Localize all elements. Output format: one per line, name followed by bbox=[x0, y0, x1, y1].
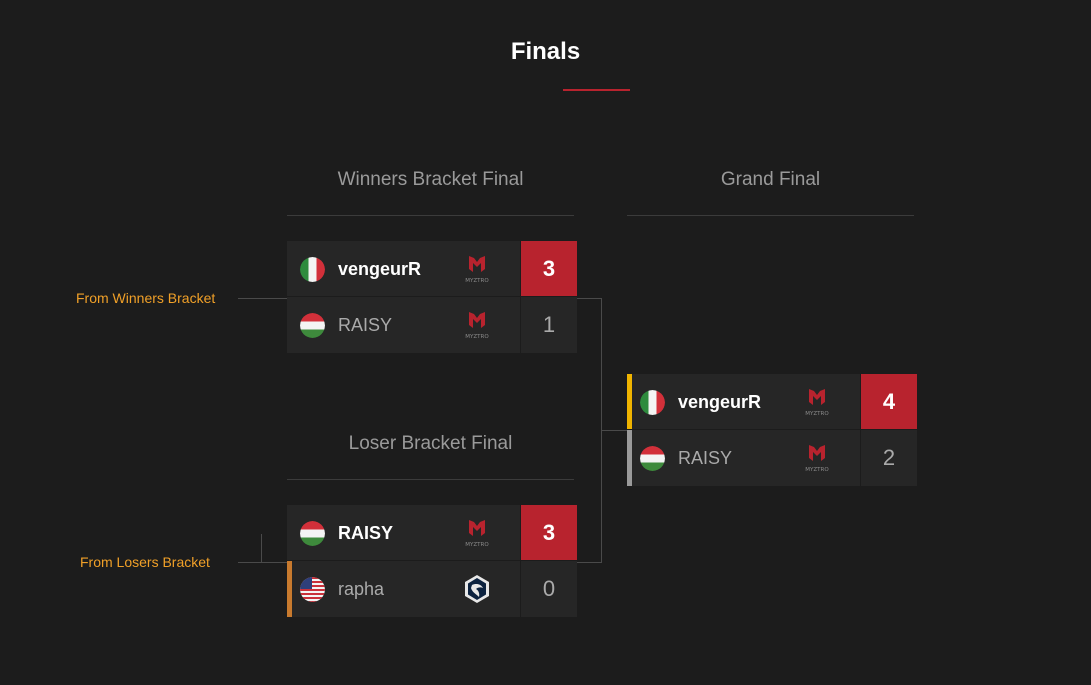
svg-text:MYZTRO: MYZTRO bbox=[465, 334, 489, 340]
svg-text:MYZTRO: MYZTRO bbox=[465, 278, 489, 284]
match-row[interactable]: RAISY MYZTRO 3 bbox=[287, 505, 577, 561]
page-title: Finals bbox=[510, 38, 581, 65]
seed-accent-bar bbox=[287, 561, 292, 617]
usa-flag-icon bbox=[300, 577, 325, 602]
winners-bracket-final-title: Winners Bracket Final bbox=[337, 169, 524, 190]
match-row[interactable]: rapha 0 bbox=[287, 561, 577, 617]
team-liquid-logo-icon bbox=[459, 573, 495, 605]
match-row[interactable]: vengeurR MYZTRO 3 bbox=[287, 241, 577, 297]
grand-final-divider bbox=[627, 215, 914, 216]
score: 3 bbox=[520, 241, 577, 296]
player-name[interactable]: RAISY bbox=[338, 523, 394, 543]
score: 2 bbox=[860, 430, 917, 486]
italy-flag-icon bbox=[300, 257, 325, 282]
score: 1 bbox=[520, 297, 577, 353]
myztro-logo-icon: MYZTRO bbox=[459, 253, 495, 285]
losers-input-connector bbox=[238, 562, 288, 563]
hungary-flag-icon bbox=[300, 521, 325, 546]
player-name[interactable]: RAISY bbox=[678, 448, 733, 468]
svg-text:MYZTRO: MYZTRO bbox=[805, 411, 829, 417]
hungary-flag-icon bbox=[640, 446, 665, 471]
losers-input-tick bbox=[261, 534, 262, 562]
match-row[interactable]: vengeurR MYZTRO 4 bbox=[627, 374, 917, 430]
seed-accent-bar bbox=[627, 374, 632, 429]
grand-final-title: Grand Final bbox=[720, 169, 821, 190]
myztro-logo-icon: MYZTRO bbox=[459, 309, 495, 341]
match-row[interactable]: RAISY MYZTRO 1 bbox=[287, 297, 577, 353]
winners-output-connector bbox=[576, 298, 602, 299]
loser-bracket-final-match[interactable]: RAISY MYZTRO 3 rapha 0 bbox=[287, 505, 577, 617]
player-name[interactable]: vengeurR bbox=[678, 392, 762, 412]
svg-text:MYZTRO: MYZTRO bbox=[805, 467, 829, 473]
myztro-logo-icon: MYZTRO bbox=[459, 517, 495, 549]
score: 0 bbox=[520, 561, 577, 617]
from-losers-bracket-label: From Losers Bracket bbox=[80, 554, 210, 570]
losers-output-connector bbox=[576, 562, 602, 563]
italy-flag-icon bbox=[640, 390, 665, 415]
player-name[interactable]: RAISY bbox=[338, 315, 393, 335]
title-underline bbox=[563, 89, 630, 91]
player-name[interactable]: rapha bbox=[338, 579, 385, 599]
grand-final-match[interactable]: vengeurR MYZTRO 4 RAISY MYZTRO 2 bbox=[627, 374, 917, 486]
hungary-flag-icon bbox=[300, 313, 325, 338]
loser-final-divider bbox=[287, 479, 574, 480]
score: 3 bbox=[520, 505, 577, 560]
winners-bracket-final-match[interactable]: vengeurR MYZTRO 3 RAISY MYZTRO 1 bbox=[287, 241, 577, 353]
myztro-logo-icon: MYZTRO bbox=[799, 442, 835, 474]
player-name[interactable]: vengeurR bbox=[338, 259, 422, 279]
match-row[interactable]: RAISY MYZTRO 2 bbox=[627, 430, 917, 486]
winners-input-connector bbox=[238, 298, 288, 299]
grand-final-input-connector bbox=[601, 430, 628, 431]
myztro-logo-icon: MYZTRO bbox=[799, 386, 835, 418]
winners-final-divider bbox=[287, 215, 574, 216]
from-winners-bracket-label: From Winners Bracket bbox=[76, 290, 216, 306]
seed-accent-bar bbox=[627, 430, 632, 486]
svg-text:MYZTRO: MYZTRO bbox=[465, 542, 489, 548]
loser-bracket-final-title: Loser Bracket Final bbox=[348, 433, 513, 454]
score: 4 bbox=[860, 374, 917, 429]
